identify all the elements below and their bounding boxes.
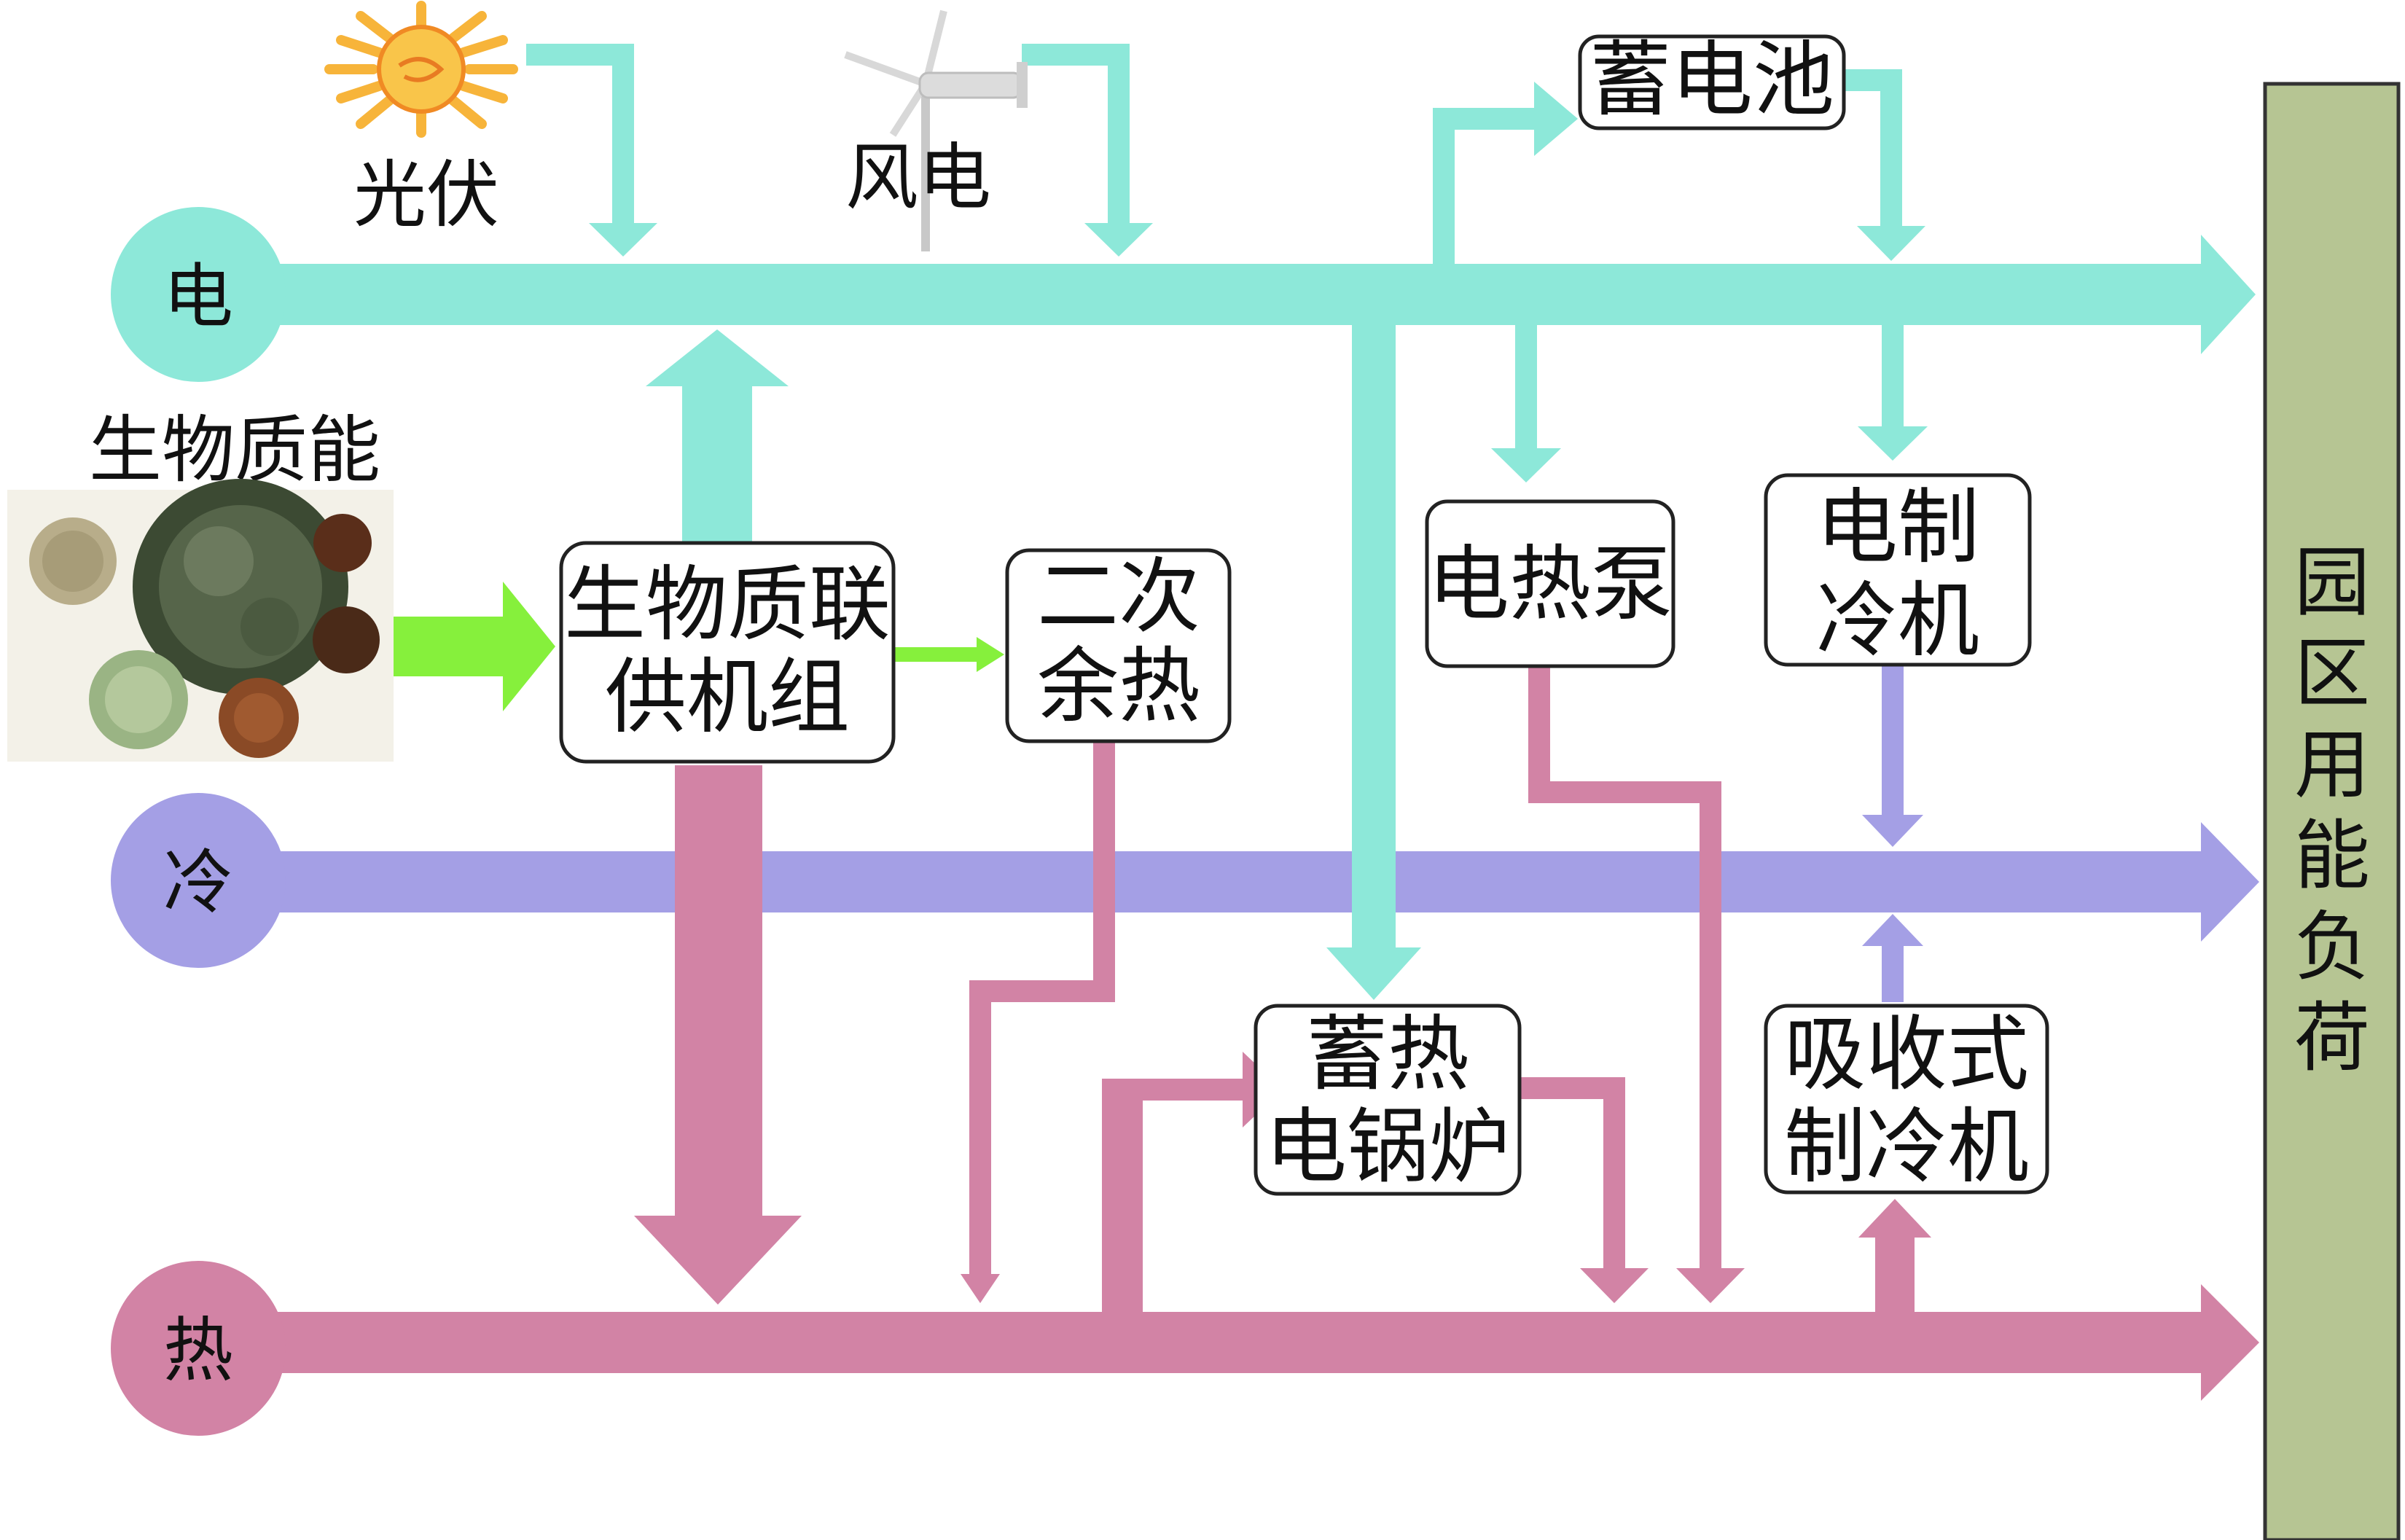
cold-bus	[197, 822, 2259, 942]
electric-bus-node	[111, 207, 286, 382]
pv-flow	[526, 44, 657, 257]
chp-to-electric-flow	[646, 329, 789, 543]
load-bar	[2263, 82, 2401, 1540]
electric-bus	[197, 235, 2256, 354]
electric-chiller-node: 电制 冷机	[1764, 473, 2032, 668]
absorption-chiller-node: 吸收式 制冷机	[1764, 1004, 2049, 1195]
waste-heat-label-2: 余热	[1037, 639, 1200, 734]
sun-icon	[324, 1, 518, 138]
load-label-1: 园	[2294, 538, 2370, 627]
pv-label: 光伏	[353, 152, 499, 238]
chp-node: 生物质联 供机组	[559, 541, 896, 764]
biomass-icon	[7, 479, 394, 762]
electric-to-boiler-flow	[1326, 325, 1421, 1000]
electric-chiller-label-2: 冷机	[1816, 574, 1979, 668]
wind-label: 风电	[845, 135, 991, 220]
absorption-label-2: 制冷机	[1784, 1100, 2029, 1195]
heat-storage-boiler-node: 蓄热 电锅炉	[1254, 1004, 1522, 1196]
electric-bus-label: 电	[163, 256, 233, 337]
absorption-label-1: 吸收式	[1784, 1007, 2029, 1102]
wind-turbine-icon	[844, 9, 1028, 251]
battery-label: 蓄电池	[1589, 33, 1834, 128]
battery-discharge-flow	[1844, 69, 1925, 261]
electric-to-chiller-flow	[1858, 325, 1928, 461]
waste-heat-node: 二次 余热	[1005, 548, 1232, 743]
waste-to-heat-flow	[961, 740, 1115, 1303]
heat-to-absorption-flow	[1858, 1199, 1931, 1315]
chp-to-waste-flow	[893, 637, 1004, 672]
load-label-2: 区	[2294, 629, 2370, 718]
chp-label-2: 供机组	[605, 650, 850, 745]
waste-heat-label-1: 二次	[1037, 550, 1200, 644]
heatpump-node: 电热泵	[1425, 499, 1675, 668]
boiler-to-heat-flow	[1520, 1077, 1649, 1303]
load-label-4: 能	[2294, 811, 2370, 900]
load-label-6: 荷	[2294, 993, 2370, 1082]
heat-bus-label: 热	[163, 1310, 233, 1391]
chiller-to-cold-flow	[1862, 665, 1923, 847]
biomass-label: 生物质能	[89, 407, 380, 493]
heatpump-to-heat-flow	[1528, 667, 1745, 1303]
chp-to-heat-flow	[634, 765, 802, 1305]
electric-chiller-label-1: 电制	[1816, 480, 1979, 575]
wind-flow	[1022, 44, 1153, 257]
boiler-label-2: 电锅炉	[1265, 1100, 1510, 1195]
cold-bus-node	[111, 793, 286, 968]
boiler-label-1: 蓄热	[1306, 1007, 1469, 1102]
electric-to-heatpump-flow	[1491, 325, 1561, 482]
cold-bus-label: 冷	[163, 842, 233, 923]
heat-bus	[197, 1284, 2259, 1401]
heat-bus-node	[111, 1261, 286, 1436]
load-label-5: 负	[2294, 902, 2370, 991]
absorption-to-cold-flow	[1862, 914, 1923, 1002]
battery-node: 蓄电池	[1578, 33, 1846, 130]
heatpump-label: 电热泵	[1428, 537, 1673, 632]
chp-label-1: 生物质联	[564, 558, 891, 652]
battery-charge-flow	[1433, 82, 1578, 266]
load-label-3: 用	[2294, 720, 2370, 809]
